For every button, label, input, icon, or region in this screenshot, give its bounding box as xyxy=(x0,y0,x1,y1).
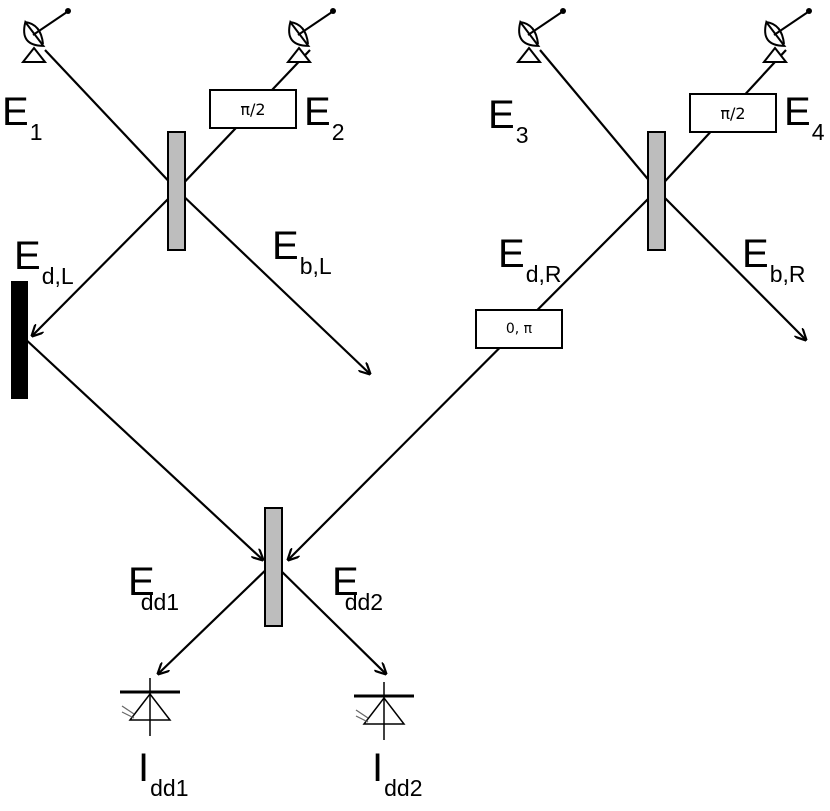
beam-mirror-to-bs xyxy=(21,335,263,560)
antenna-icon xyxy=(515,8,566,63)
beam-edd1 xyxy=(158,562,274,674)
beam-e3 xyxy=(539,49,658,191)
beam-splitter-right xyxy=(647,131,666,251)
antenna-icon xyxy=(285,8,336,63)
antenna-icon xyxy=(761,8,812,63)
label-idd2: Idd2 xyxy=(372,746,423,801)
label-edd1: Edd1 xyxy=(128,560,180,615)
label-e4: E4 xyxy=(784,90,825,145)
photodiode-icon xyxy=(120,678,180,736)
phase-shifter-right: π/2 xyxy=(689,93,777,133)
label-ed-r: Ed,R xyxy=(498,232,562,287)
label-eb-r: Eb,R xyxy=(742,232,806,287)
beam-splitter-bottom xyxy=(264,507,283,627)
mirror xyxy=(11,281,28,399)
beam-edd2 xyxy=(272,562,386,674)
label-ed-l: Ed,L xyxy=(14,234,74,289)
photodiode-icon xyxy=(354,682,414,740)
label-edd2: Edd2 xyxy=(332,560,384,615)
beam-eb-l xyxy=(176,189,370,374)
antenna-icon xyxy=(20,8,71,63)
phase-shifter-left: π/2 xyxy=(209,89,297,129)
label-e1: E1 xyxy=(2,90,43,145)
beam-ed-r xyxy=(288,189,658,560)
label-e3: E3 xyxy=(488,93,529,148)
beam-splitter-left xyxy=(167,131,186,251)
label-e2: E2 xyxy=(304,90,345,145)
label-eb-l: Eb,L xyxy=(272,224,332,279)
beam-ed-l xyxy=(32,189,178,336)
label-idd1: Idd1 xyxy=(138,746,189,801)
beam-e1 xyxy=(44,49,178,191)
beam-eb-r xyxy=(656,189,806,340)
phase-shifter-bottom: 0, π xyxy=(475,309,563,349)
